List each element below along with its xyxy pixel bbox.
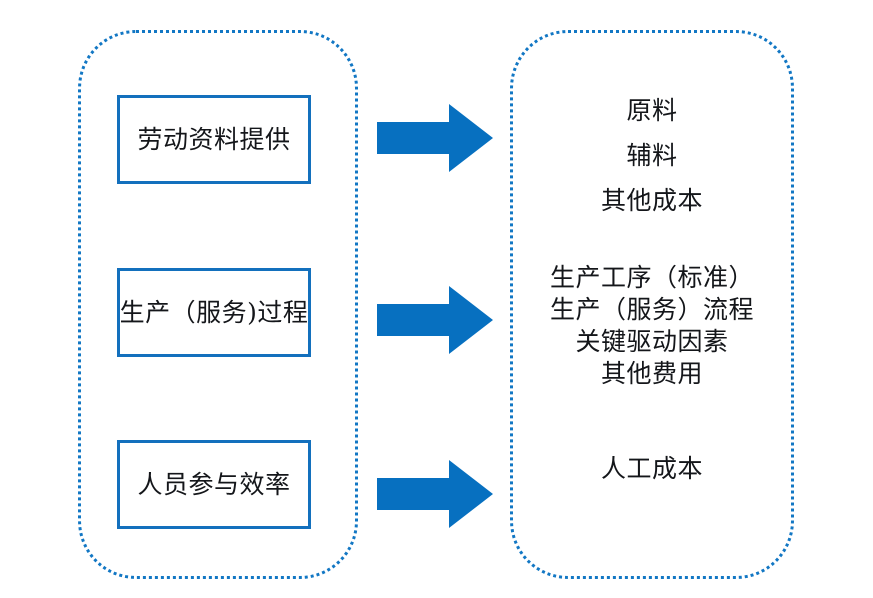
- right-arrow-icon: [377, 286, 493, 354]
- output-group-container: [510, 30, 794, 579]
- input-box-labor-resource-supply[interactable]: 劳动资料提供: [117, 95, 311, 184]
- output-line: 辅料: [626, 141, 678, 170]
- output-line: 人工成本: [600, 454, 703, 483]
- output-line: 原料: [626, 96, 678, 125]
- output-line: 生产工序（标准）: [549, 263, 754, 292]
- right-arrow-icon: [377, 104, 493, 172]
- input-box-label: 劳动资料提供: [137, 124, 291, 154]
- input-box-label: 生产（服务)过程: [119, 297, 309, 327]
- output-group-labor-cost: 人工成本: [512, 450, 792, 488]
- input-box-production-service-process[interactable]: 生产（服务)过程: [117, 268, 311, 357]
- output-group-materials-cost: 原料 辅料 其他成本: [512, 88, 792, 223]
- output-line: 生产（服务）流程: [549, 295, 754, 324]
- right-arrow-icon: [377, 460, 493, 528]
- input-group-container: [78, 30, 358, 579]
- output-line: 其他费用: [600, 359, 703, 388]
- input-box-label: 人员参与效率: [137, 469, 291, 499]
- output-group-process-cost: 生产工序（标准） 生产（服务）流程 关键驱动因素 其他费用: [512, 262, 792, 390]
- output-line: 其他成本: [600, 186, 703, 215]
- output-line: 关键驱动因素: [575, 327, 729, 356]
- input-box-staff-participation-efficiency[interactable]: 人员参与效率: [117, 440, 311, 529]
